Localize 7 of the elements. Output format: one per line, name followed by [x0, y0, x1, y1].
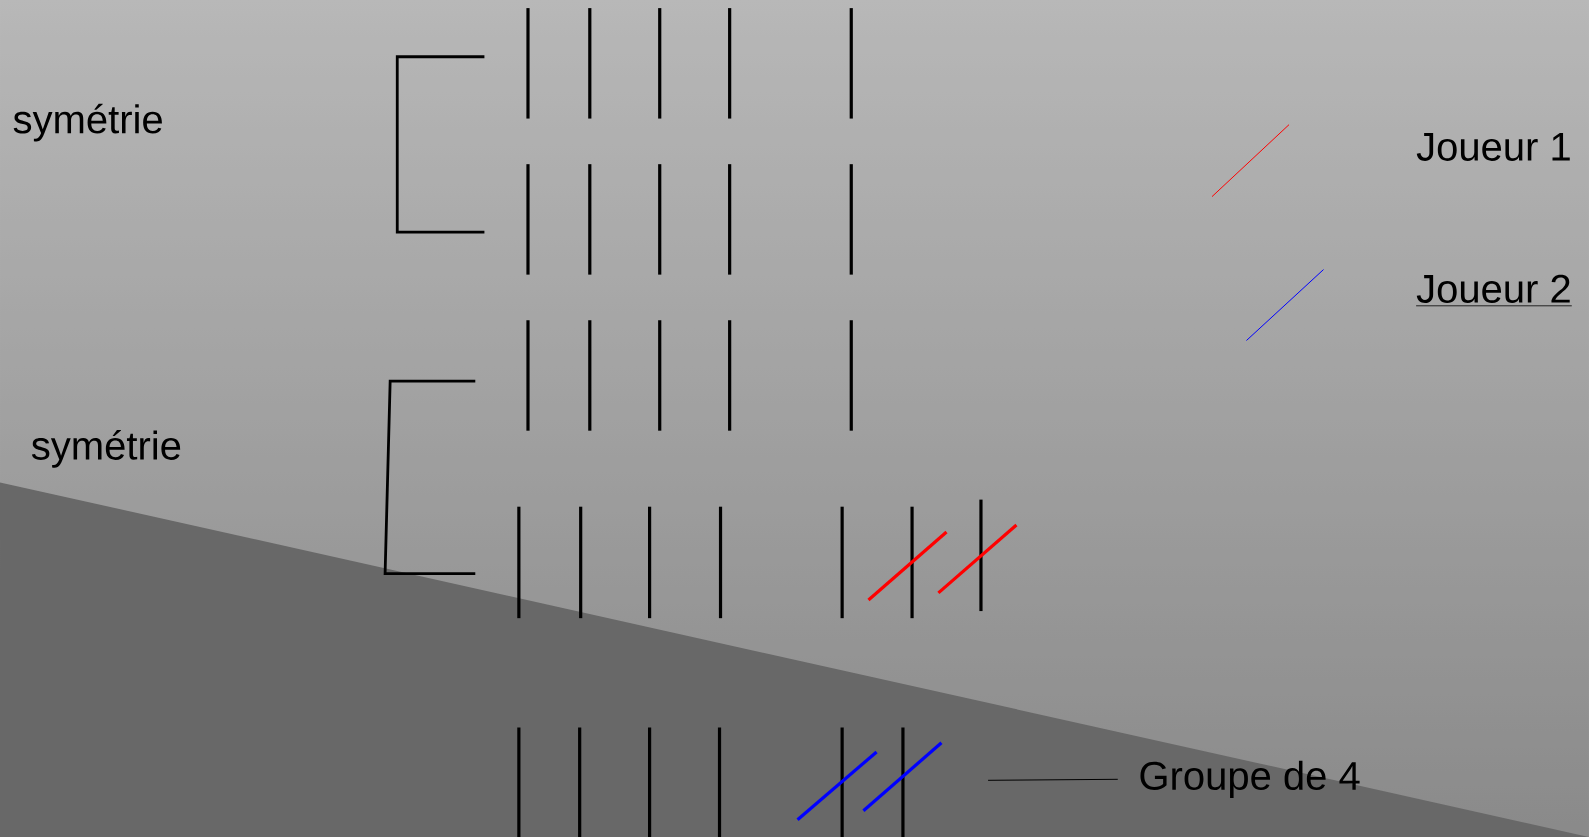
annotation-text: Groupe de 4 [1140, 760, 1360, 798]
tally-group-drawing [517, 727, 943, 837]
bracket-label: symétrie [13, 103, 162, 142]
leader-line [987, 778, 1119, 781]
bracket-label: symétrie [31, 430, 181, 468]
legend-text: Joueur 2 [1415, 274, 1573, 307]
legend-text: Joueur 1 [1416, 133, 1570, 161]
